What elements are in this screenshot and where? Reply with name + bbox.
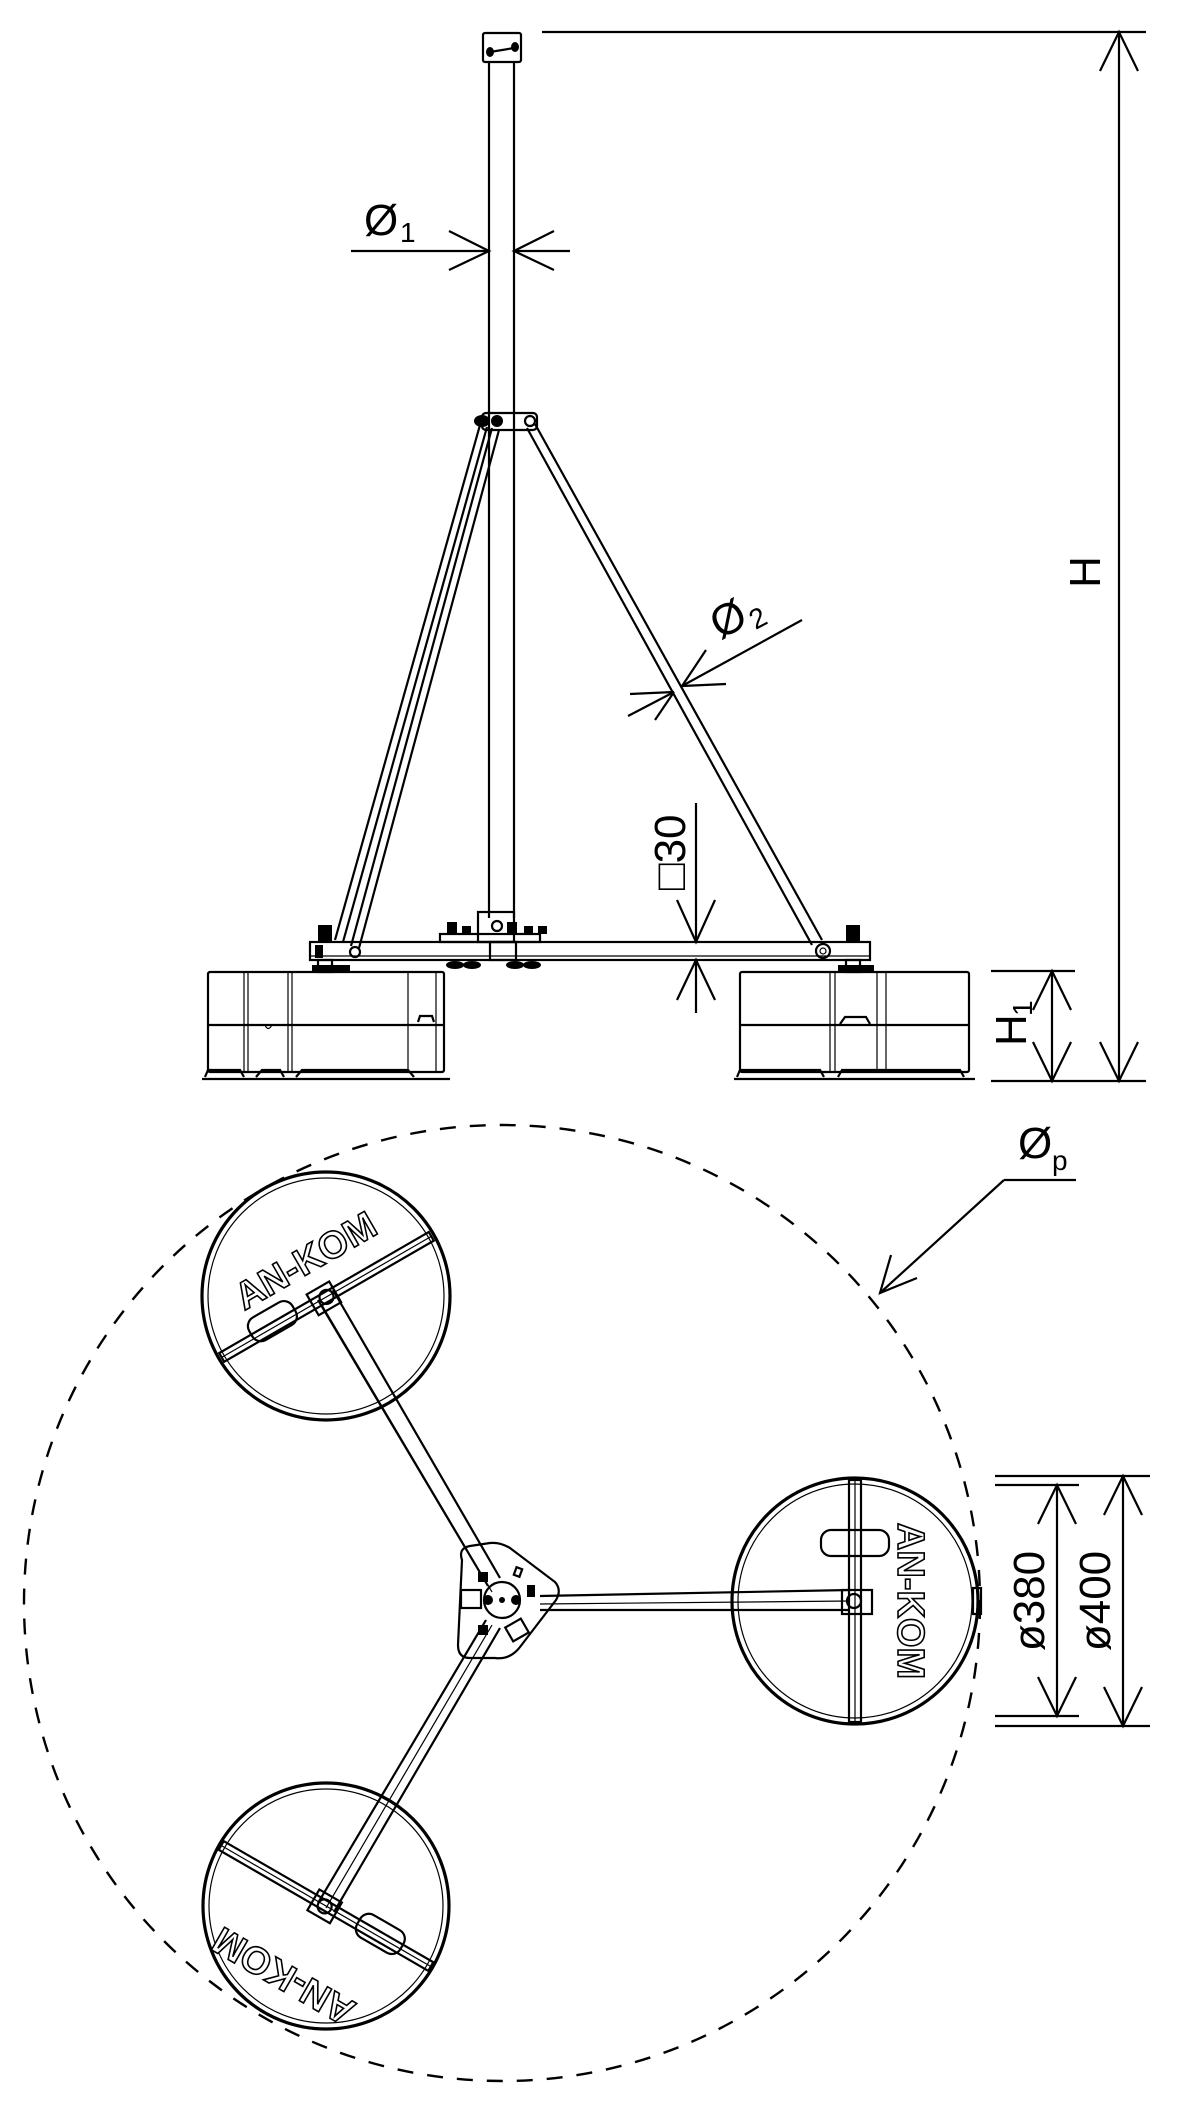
mast [481, 31, 523, 918]
right-strut [526, 423, 832, 960]
base-inner-diameter-dimension: ø380 [995, 1482, 1079, 1719]
cap-screw-icon [511, 42, 519, 52]
base-beam [308, 910, 872, 974]
cap-screw-icon [486, 47, 494, 57]
total-height-dimension: H [542, 29, 1146, 1084]
strut-collar [474, 411, 539, 432]
footprint-diameter-subscript: p [1052, 1145, 1068, 1176]
side-view: Ø 1 Ø 2 □30 H [202, 29, 1146, 1084]
strut-diameter-label: Ø [702, 589, 755, 648]
arm-upper-left [317, 1289, 501, 1593]
brand-text: AN-KOM [228, 1204, 384, 1318]
top-view: AN-KOM AN-KOM AN-KOM [22, 1119, 1150, 2083]
base-outer-diameter-dimension: ø400 [995, 1473, 1150, 1729]
base-height-label: H [987, 1014, 1036, 1046]
mast-diameter-subscript: 1 [400, 217, 416, 248]
arm-right [539, 1588, 851, 1612]
base-height-subscript: 1 [1007, 1000, 1038, 1016]
left-strut [333, 424, 501, 959]
base-inner-diameter-label: ø380 [1005, 1551, 1054, 1651]
total-height-label: H [1061, 556, 1110, 588]
hub-plate [456, 1541, 560, 1660]
strut-diameter-dimension: Ø 2 [627, 589, 803, 721]
ballast-disc-right: AN-KOM [730, 1476, 983, 1726]
footprint-diameter-leader: Ø p [878, 1119, 1076, 1295]
right-ballast-block [734, 965, 975, 1081]
mast-diameter-label: Ø [364, 196, 398, 245]
beam-section-dimension: □30 [646, 803, 717, 1013]
brand-text: AN-KOM [889, 1523, 931, 1679]
arm-lower-left [317, 1619, 501, 1913]
base-height-dimension: H 1 [987, 968, 1146, 1084]
left-ballast-block [202, 965, 450, 1081]
footprint-diameter-label: Ø [1018, 1119, 1052, 1168]
base-outer-diameter-label: ø400 [1071, 1551, 1120, 1651]
mast-diameter-dimension: Ø 1 [351, 196, 570, 271]
mast-cap [481, 31, 523, 64]
beam-section-label: □30 [646, 814, 695, 890]
